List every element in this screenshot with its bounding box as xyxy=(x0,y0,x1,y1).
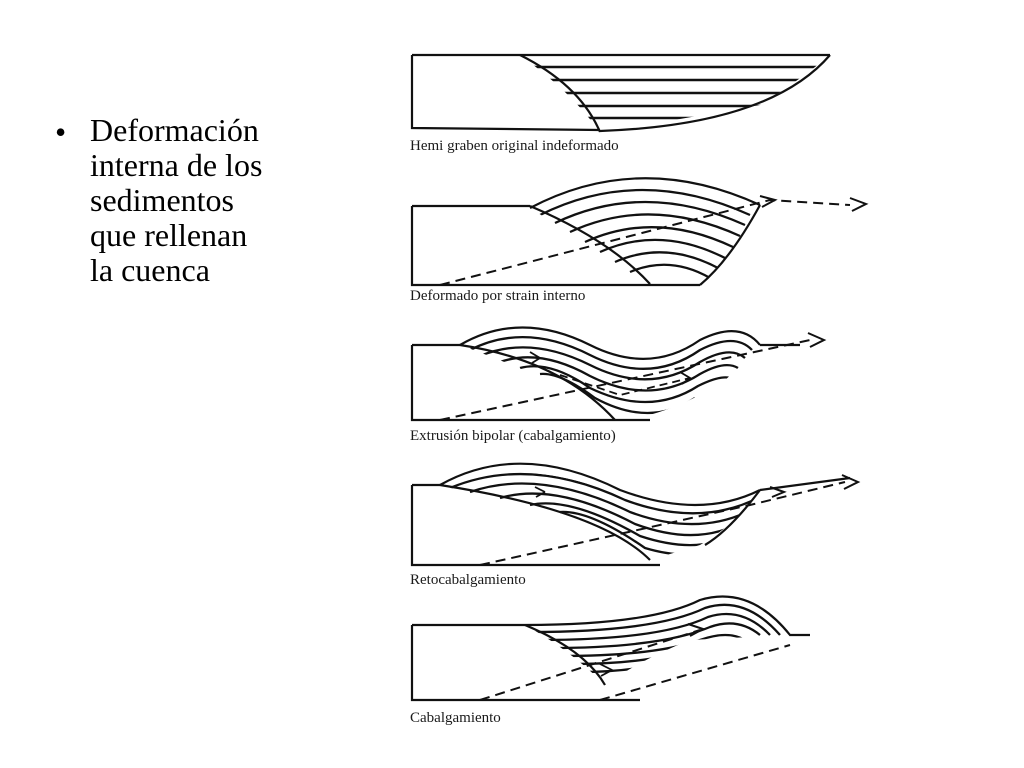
thrust-dashed xyxy=(479,481,846,566)
master-fault xyxy=(519,54,602,133)
basement-block xyxy=(410,206,700,287)
panel-backthrust: Retocabalgamiento xyxy=(410,462,861,588)
master-fault xyxy=(529,204,651,285)
caption-panel-1: Hemi graben original indeformado xyxy=(410,138,619,154)
bullet-marker: • xyxy=(55,114,67,150)
thrust-dashed xyxy=(439,198,851,286)
bullet-line: interna de los xyxy=(90,147,263,183)
thrust-arrow-icon xyxy=(769,486,787,498)
slip-arrow-icon xyxy=(529,351,541,364)
folded-top xyxy=(459,326,761,360)
slip-arrow-icon xyxy=(679,371,692,385)
slip-arrow-icon xyxy=(599,663,614,677)
thrust-arrow-icon xyxy=(759,195,778,208)
bullet-text: Deformación interna de los sedimentos qu… xyxy=(90,113,325,288)
folded-top xyxy=(439,462,761,507)
caption-panel-4: Retocabalgamiento xyxy=(410,572,526,588)
basement-block xyxy=(410,345,650,422)
thrust-dashed xyxy=(479,629,701,701)
slip-arrow-icon xyxy=(534,486,546,498)
panel-thrust: Cabalgamiento xyxy=(410,595,810,726)
panel-bipolar-extrusion: Extrusión bipolar (cabalgamiento) xyxy=(410,326,827,444)
folded-sediment-layers xyxy=(469,336,753,415)
basin-margin xyxy=(704,489,761,546)
basin-deformation-diagram: Hemi graben original indeformado Deforma… xyxy=(340,40,900,750)
bullet-line: Deformación xyxy=(90,112,259,148)
basement-block xyxy=(410,625,640,702)
master-fault xyxy=(459,343,616,421)
thrust-arrow-icon xyxy=(849,197,869,212)
caption-panel-3: Extrusión bipolar (cabalgamiento) xyxy=(410,428,616,444)
basin-margin xyxy=(699,204,761,286)
thrust-arrow-icon xyxy=(841,474,861,490)
folded-sediment-layers xyxy=(539,188,751,279)
panel-internal-strain: Deformado por strain interno xyxy=(410,177,869,304)
folded-top xyxy=(524,595,810,637)
bullet-line: que rellenan xyxy=(90,217,248,253)
bullet-list-item: • Deformación interna de los sedimentos … xyxy=(55,113,325,288)
basin-floor xyxy=(599,54,831,133)
master-fault xyxy=(439,483,651,561)
thrust-dashed-lower xyxy=(599,644,791,701)
bullet-line: la cuenca xyxy=(90,252,210,288)
panel-hemi-graben: Hemi graben original indeformado xyxy=(410,53,831,154)
caption-panel-2: Deformado por strain interno xyxy=(410,288,585,304)
bullet-line: sedimentos xyxy=(90,182,234,218)
folded-sediment-layers xyxy=(449,472,760,556)
caption-panel-5: Cabalgamiento xyxy=(410,710,501,726)
thrust-arrow-icon xyxy=(807,332,827,348)
master-fault xyxy=(524,623,606,686)
inner-thrust-dashed xyxy=(559,374,691,396)
thrust-arrow-icon xyxy=(687,623,706,637)
basement-block xyxy=(410,55,601,132)
diagram-svg: Hemi graben original indeformado Deforma… xyxy=(410,53,869,726)
basement-block xyxy=(410,485,660,567)
folded-top xyxy=(529,177,761,209)
